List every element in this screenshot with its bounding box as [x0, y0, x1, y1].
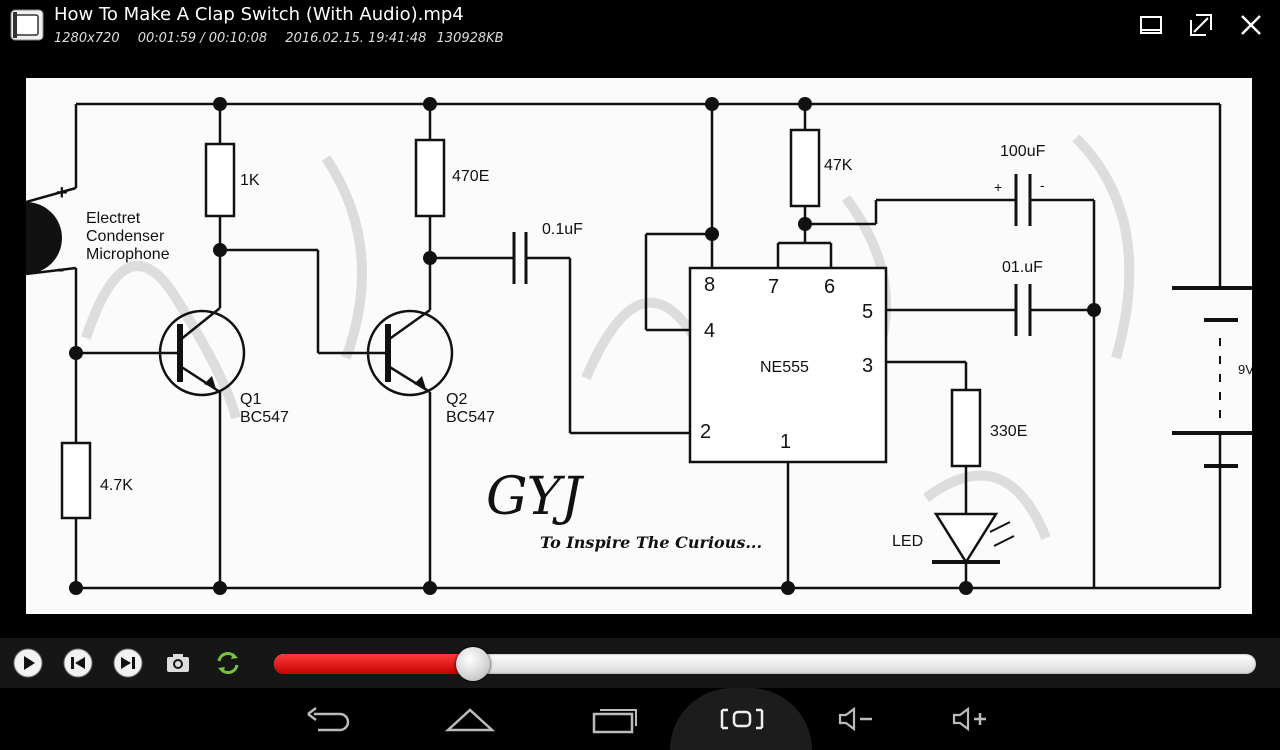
time-text: 00:01:59 / 00:10:08 — [137, 31, 268, 46]
r3-label: 4.7K — [100, 477, 133, 494]
minus-label: - — [57, 256, 64, 281]
r2-label: 470E — [452, 168, 489, 185]
pin8-label: 8 — [704, 274, 715, 296]
play-icon[interactable] — [12, 647, 44, 679]
ic-label: NE555 — [760, 359, 809, 376]
pin4-label: 4 — [704, 320, 715, 342]
c2-minus-label: - — [1040, 177, 1045, 193]
video-file-icon — [10, 9, 44, 41]
seek-progress — [274, 654, 473, 674]
c2-plus-label: + — [994, 179, 1002, 195]
pin3-label: 3 — [862, 355, 873, 377]
seek-track[interactable] — [274, 654, 1256, 674]
q2-type-label: BC547 — [446, 409, 495, 426]
minimize-icon[interactable] — [1138, 12, 1164, 38]
q1-type-label: BC547 — [240, 409, 289, 426]
home-icon[interactable] — [442, 702, 498, 736]
tagline-text: To Inspire The Curious... — [540, 533, 762, 552]
q2-label: Q2 — [446, 391, 467, 408]
previous-icon[interactable] — [62, 647, 94, 679]
recent-apps-icon[interactable] — [586, 702, 642, 736]
system-navigation-bar — [0, 688, 1280, 750]
mic-label-2: Condenser — [86, 228, 165, 245]
c1-label: 0.1uF — [542, 221, 583, 238]
c2-label: 100uF — [1000, 143, 1046, 160]
r1-label: 1K — [240, 172, 260, 189]
seek-thumb[interactable] — [456, 647, 490, 681]
resolution-text: 1280x720 — [54, 31, 120, 46]
volume-up-icon[interactable] — [940, 702, 996, 736]
video-frame-circuit: + - Electret Condenser Microphone 1K 470… — [26, 78, 1252, 614]
logo-text: GYJ — [486, 467, 585, 527]
seek-bar[interactable] — [274, 647, 1256, 681]
back-icon[interactable] — [300, 702, 356, 736]
plus-label: + — [56, 182, 68, 204]
restore-icon[interactable] — [1188, 12, 1214, 38]
mic-label-3: Microphone — [86, 246, 170, 263]
camera-icon[interactable] — [162, 647, 194, 679]
q1-label: Q1 — [240, 391, 261, 408]
datetime-text: 2016.02.15. 19:41:48 — [285, 31, 427, 46]
screenshot-icon[interactable] — [714, 702, 770, 736]
pin7-label: 7 — [768, 276, 779, 298]
video-title: How To Make A Clap Switch (With Audio).m… — [54, 4, 464, 25]
repeat-icon[interactable] — [212, 647, 244, 679]
volume-down-icon[interactable] — [826, 702, 882, 736]
c3-label: 01.uF — [1002, 259, 1043, 276]
pin5-label: 5 — [862, 301, 873, 323]
pin6-label: 6 — [824, 276, 835, 298]
pin2-label: 2 — [700, 421, 711, 443]
led-label: LED — [892, 533, 923, 550]
r5-label: 330E — [990, 423, 1027, 440]
r4-label: 47K — [824, 157, 853, 174]
video-meta: 1280x720 00:01:59 / 00:10:08 2016.02.15.… — [54, 31, 518, 46]
mic-label-1: Electret — [86, 210, 141, 227]
filesize-text: 130928KB — [436, 31, 504, 46]
next-icon[interactable] — [112, 647, 144, 679]
video-viewport[interactable]: + - Electret Condenser Microphone 1K 470… — [0, 52, 1280, 638]
pin1-label: 1 — [780, 431, 791, 453]
battery-label: 9V — [1238, 362, 1252, 377]
title-bar: How To Make A Clap Switch (With Audio).m… — [0, 0, 1280, 52]
close-icon[interactable] — [1238, 12, 1264, 38]
